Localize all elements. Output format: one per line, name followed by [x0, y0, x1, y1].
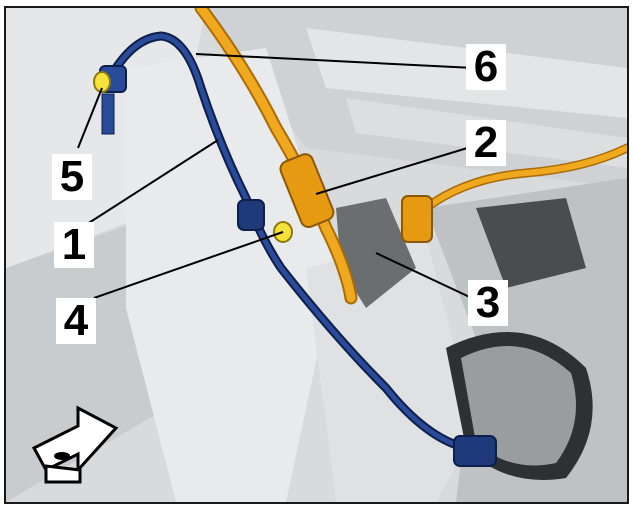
leader-5 — [77, 87, 103, 149]
sensor-connector — [453, 435, 497, 467]
callout-2: 2 — [466, 120, 506, 166]
leader-6 — [195, 53, 475, 69]
wire-grommet — [237, 199, 265, 231]
illustration — [6, 8, 627, 502]
leader-3 — [375, 252, 477, 301]
wire-bolt-5 — [101, 93, 115, 135]
diagram-frame: 6 2 3 5 1 4 — [4, 6, 629, 504]
leader-2 — [315, 145, 475, 195]
caliper-bracket — [476, 198, 586, 288]
clip-marker-5 — [93, 71, 111, 93]
leader-4 — [93, 231, 284, 299]
callout-4: 4 — [56, 298, 96, 344]
hose-fitting — [279, 153, 335, 229]
callout-5: 5 — [52, 154, 92, 200]
brake-pipe — [423, 145, 627, 211]
leader-1 — [83, 139, 219, 227]
callout-3: 3 — [468, 280, 508, 326]
pipe-union — [401, 195, 433, 243]
callout-6: 6 — [466, 44, 506, 90]
callout-1: 1 — [54, 222, 94, 268]
view-direction-arrow-icon — [31, 405, 119, 484]
